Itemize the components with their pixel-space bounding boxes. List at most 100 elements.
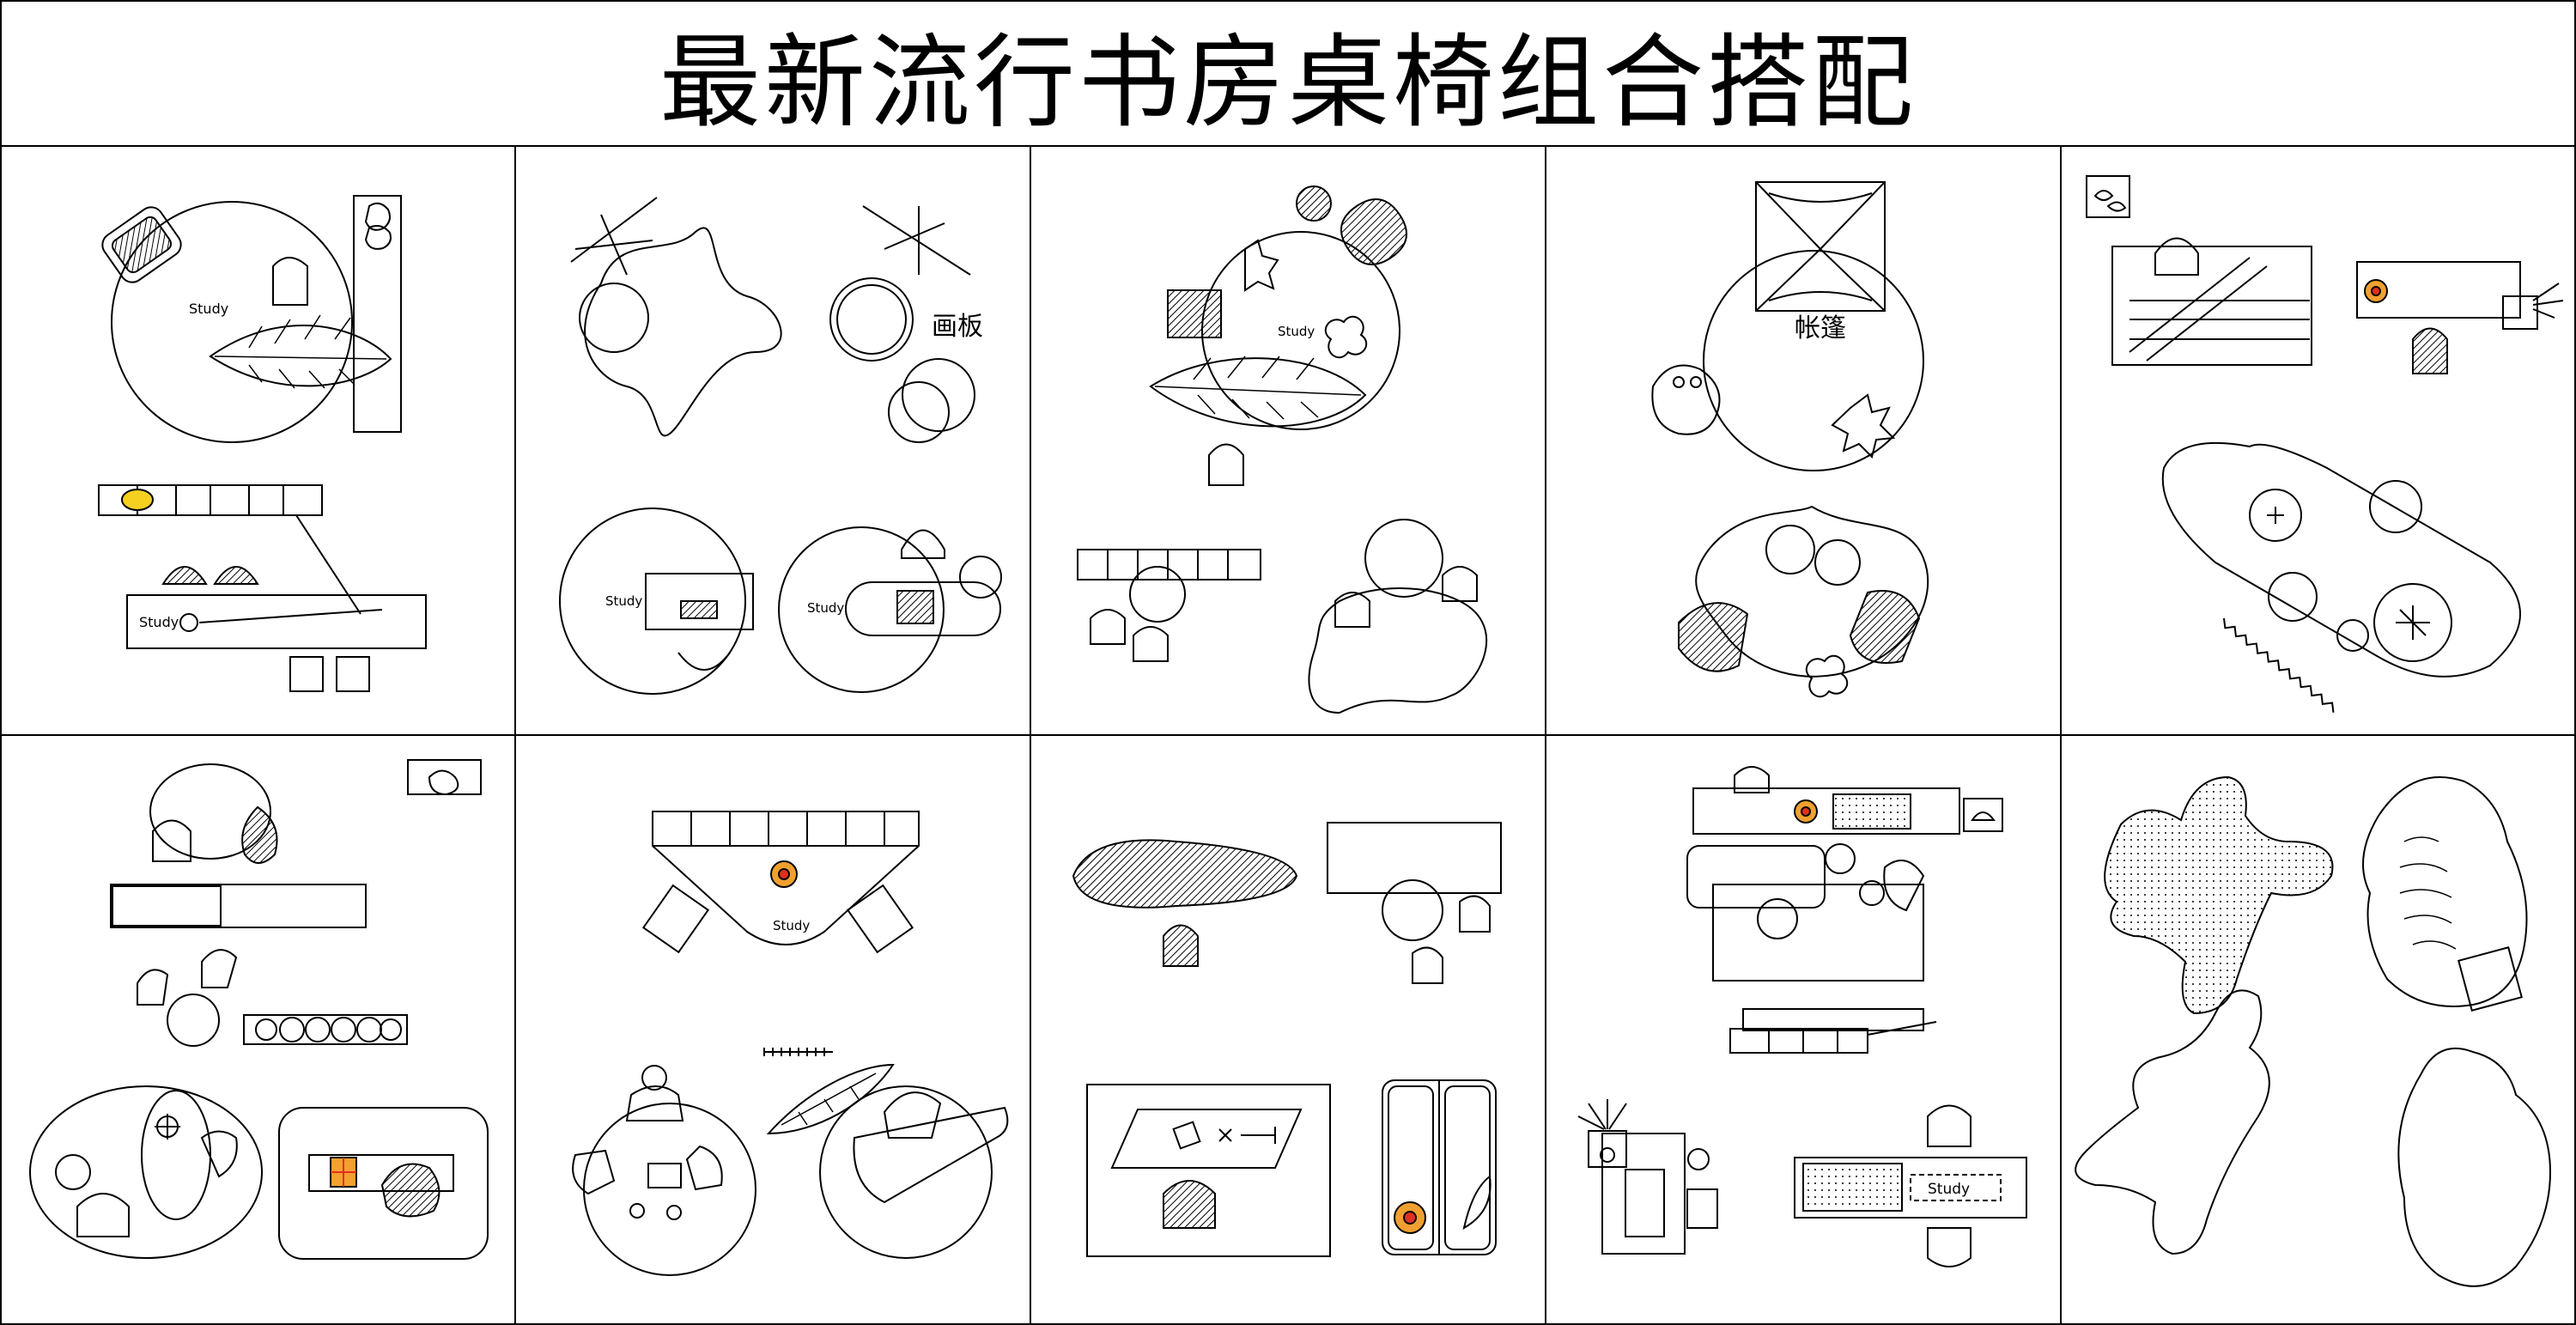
round-table	[2369, 480, 2422, 533]
round-table	[1765, 525, 1815, 574]
oval-desk	[845, 581, 1001, 636]
round-table	[579, 283, 649, 353]
oval-table	[141, 1090, 211, 1220]
round-rug	[1703, 250, 1924, 471]
chair	[137, 949, 238, 1006]
bookshelf	[243, 1014, 408, 1045]
skewed-desk	[1110, 1109, 1303, 1169]
cell-6	[29, 759, 489, 1260]
chair	[901, 529, 945, 559]
cell-4: 帐篷	[1651, 181, 1929, 698]
long-desk	[1794, 1157, 2027, 1219]
chair	[883, 1091, 942, 1139]
sofa	[1167, 289, 1222, 338]
study-label: Study	[807, 600, 844, 616]
vase-icon	[428, 769, 459, 796]
chair	[1734, 766, 1770, 793]
round-rug	[829, 277, 914, 362]
cell-10	[2075, 775, 2552, 1287]
chair	[1927, 1104, 1971, 1267]
chair	[1686, 1188, 1718, 1229]
stool	[2336, 619, 2369, 652]
chair	[1208, 443, 1244, 486]
chair	[846, 884, 914, 954]
grid-lines	[0, 145, 2576, 1325]
plant-box	[1588, 1130, 1627, 1168]
ruler	[763, 1048, 833, 1056]
oval-rug	[149, 763, 271, 860]
lounge-chair	[101, 206, 182, 283]
study-label: Study	[189, 301, 228, 317]
cell-9: Study	[1577, 766, 2027, 1267]
cabinet	[1742, 1008, 1924, 1031]
desk	[2356, 261, 2521, 319]
side-cabinet	[353, 195, 402, 433]
yellow-ornament	[121, 489, 154, 511]
star-pillow	[1831, 393, 1896, 459]
desk	[645, 573, 754, 630]
canoe	[766, 1063, 895, 1135]
cell-2: 画板 Study Study	[559, 197, 1002, 695]
armchair	[1678, 602, 1749, 672]
keyboard	[896, 590, 934, 624]
long-desk	[126, 594, 427, 649]
cell-1: Study Study	[98, 195, 427, 692]
stool	[902, 358, 975, 432]
round-rug	[819, 1085, 993, 1259]
armchair	[380, 1163, 440, 1218]
desk	[110, 884, 367, 928]
chair	[2154, 237, 2199, 276]
leaf-desk	[1149, 357, 1367, 428]
ottoman	[1340, 198, 1407, 265]
round-table	[1129, 566, 1186, 623]
chair	[76, 1193, 130, 1237]
coral-decor	[1805, 654, 1849, 698]
cell-3: Study	[1077, 185, 1488, 714]
person	[572, 1149, 616, 1195]
desk	[1327, 822, 1502, 894]
plant-icon	[2093, 190, 2127, 212]
vase-icon	[364, 202, 392, 250]
desk-lamp	[179, 613, 198, 632]
leaf-decor	[1462, 1175, 1492, 1230]
round-table	[583, 1103, 756, 1276]
round-table	[1364, 519, 1443, 598]
desk	[1692, 787, 1960, 835]
round-rug	[559, 508, 746, 695]
leaf-desk	[209, 325, 392, 387]
dot-pad	[1832, 793, 1911, 830]
wedge-desk	[853, 1106, 1009, 1204]
round-table	[1814, 539, 1861, 586]
round-table	[1382, 879, 1443, 941]
coral-decor	[1324, 315, 1368, 359]
plant-icon	[1577, 1099, 1627, 1130]
chair	[2412, 327, 2448, 374]
chair	[272, 257, 308, 306]
organic-rug	[1308, 587, 1488, 714]
leaf-table	[1072, 839, 1298, 909]
racetrack-rug	[2161, 441, 2521, 678]
zigzag-line	[2223, 617, 2335, 713]
bear-rug	[2104, 775, 2334, 1015]
star-decor	[1244, 239, 1279, 292]
chair	[200, 1130, 238, 1178]
oval-rug	[29, 1085, 263, 1259]
chair	[1163, 1180, 1216, 1229]
study-label: Study	[139, 614, 179, 630]
desk	[1601, 1133, 1686, 1255]
sofa	[1686, 845, 1826, 909]
laptop	[680, 600, 718, 619]
chair	[677, 652, 731, 671]
person-head	[641, 1065, 667, 1091]
stool	[1825, 843, 1856, 874]
rug	[1712, 884, 1924, 982]
stool	[1687, 1148, 1710, 1170]
study-label: Study	[1278, 324, 1315, 339]
egg-chair	[241, 805, 278, 864]
chair	[1090, 609, 1169, 662]
study-label: Study	[773, 918, 810, 933]
chair-pair	[161, 566, 370, 692]
stool	[1859, 880, 1885, 906]
person	[625, 1085, 684, 1121]
desk	[2111, 246, 2312, 366]
